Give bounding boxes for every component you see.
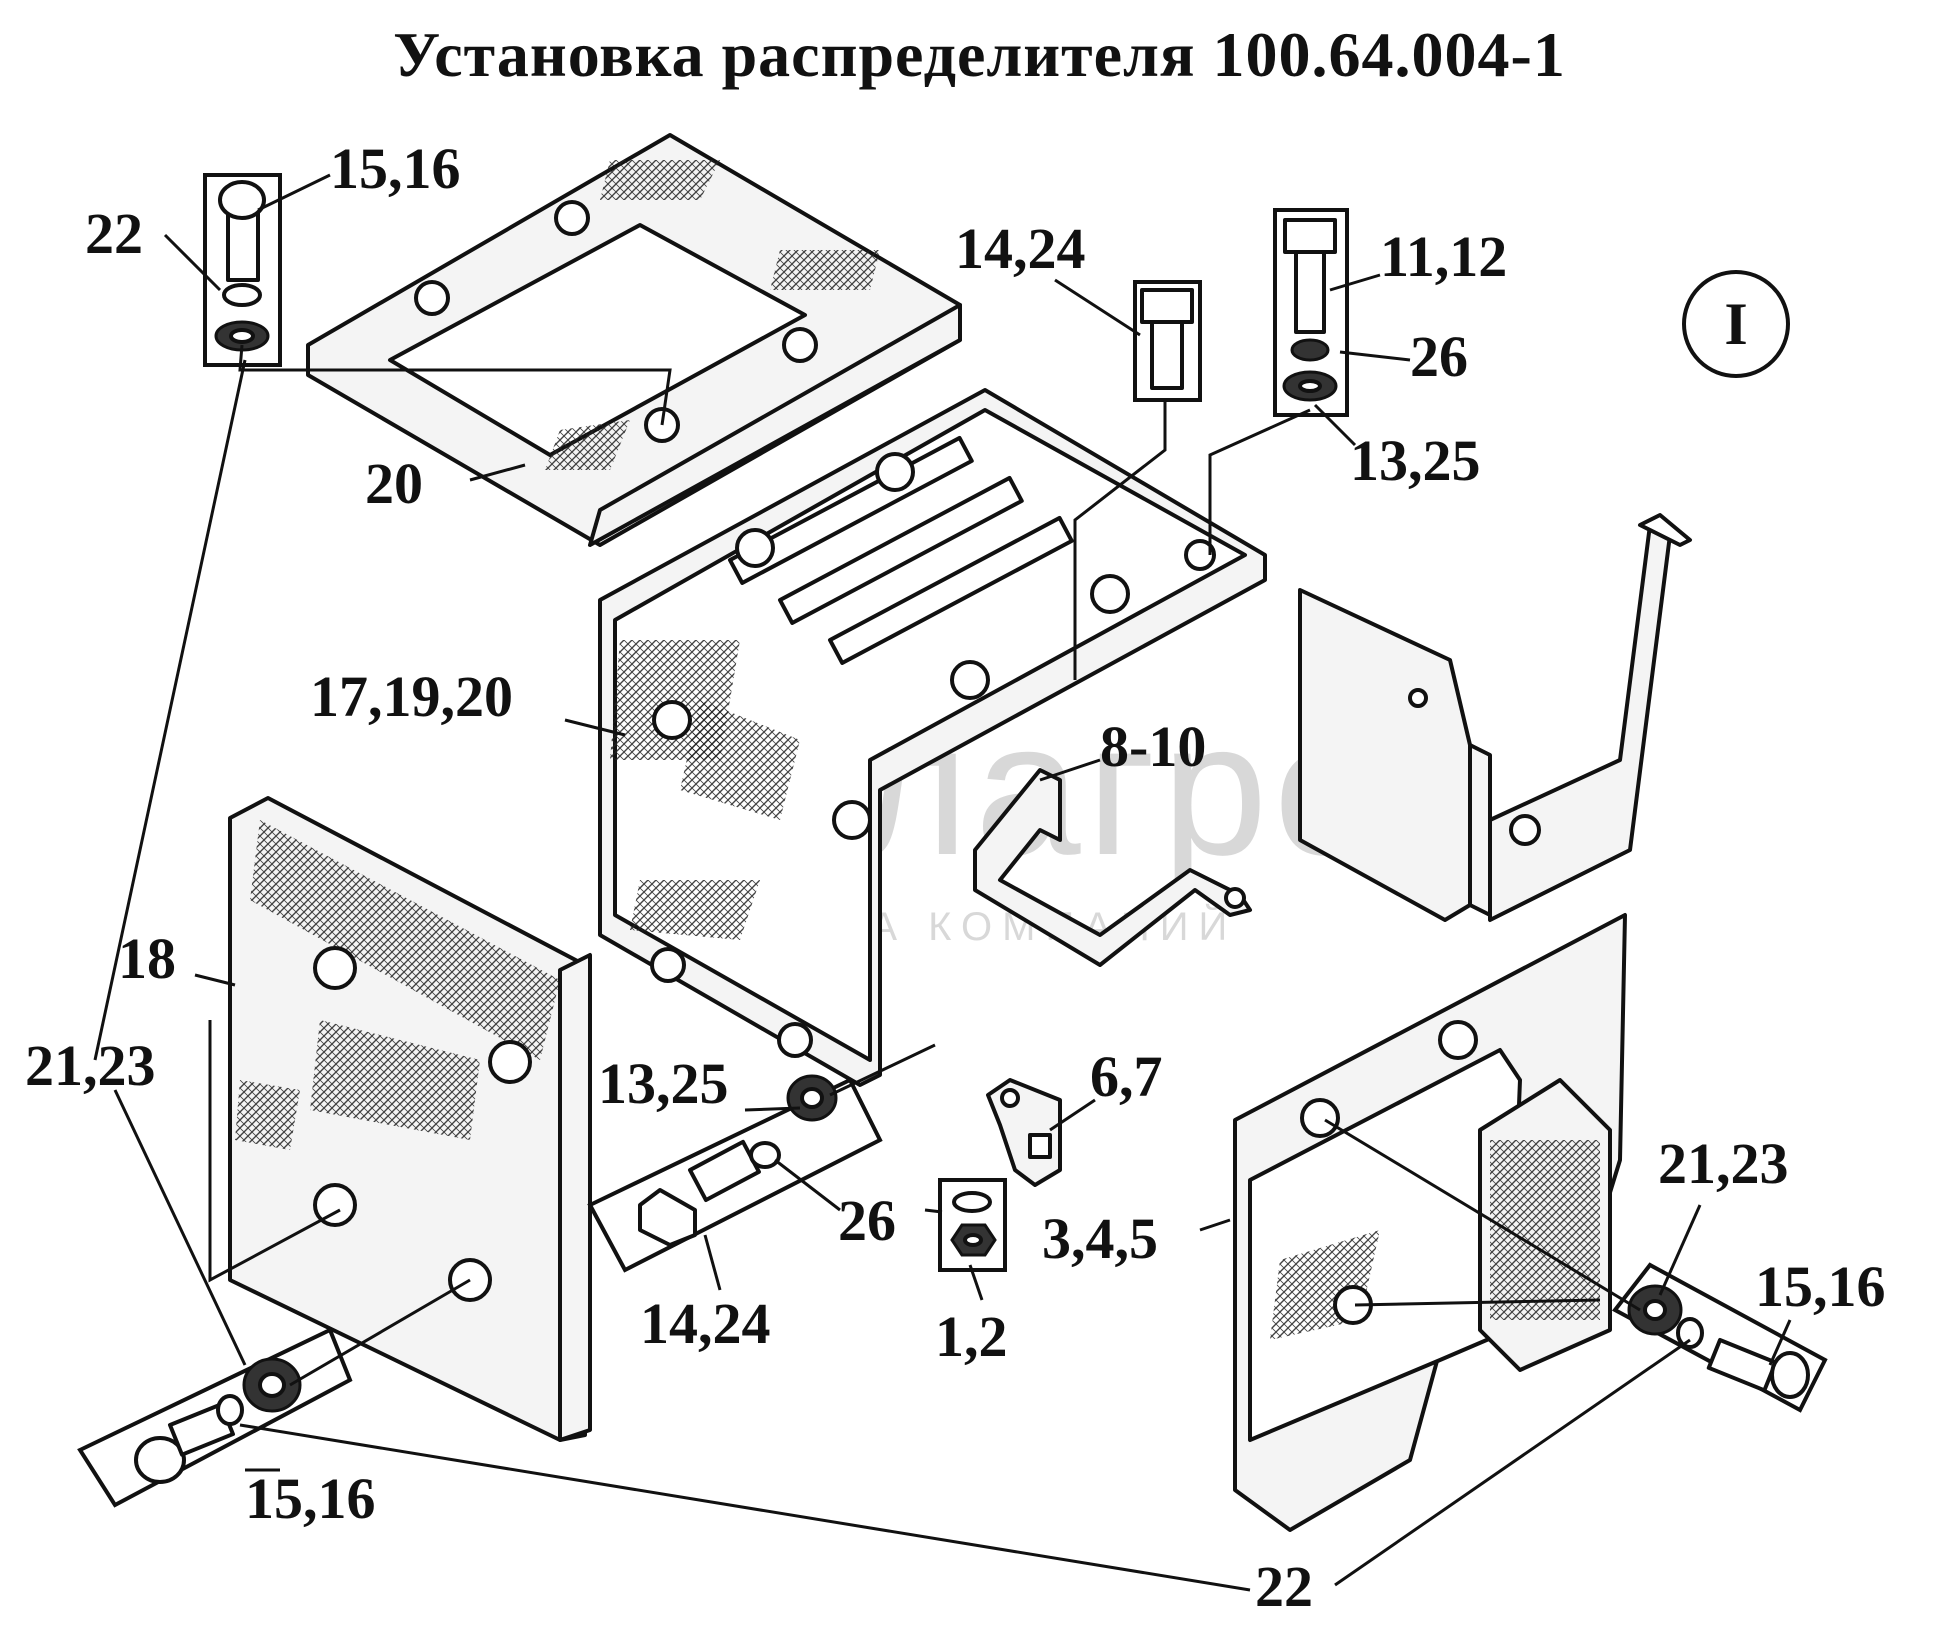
diagram-title: Установка распределителя 100.64.004-1 [393, 19, 1566, 90]
callout-bracket-8-10: 8-10 [1100, 714, 1207, 779]
fastener-tray-bottom-center [587, 1074, 883, 1273]
callout-panel-3-4-5: 3,4,5 [1042, 1206, 1158, 1271]
guard-panel [1298, 513, 1692, 922]
right-side-panel [1233, 913, 1627, 1532]
callout-washer-26-top: 26 [1410, 324, 1468, 389]
callout-bolt-15-16-right: 15,16 [1755, 1254, 1886, 1319]
callout-housing-17-19-20: 17,19,20 [310, 664, 513, 729]
callout-bolt-11-12: 11,12 [1380, 224, 1508, 289]
clamp-block [986, 1078, 1062, 1187]
callout-washer-13-25-bottom: 13,25 [598, 1051, 729, 1116]
callout-washer-22-bottom: 22 [1255, 1554, 1313, 1619]
fastener-tray-bottom-right [1611, 1262, 1828, 1413]
callout-bolt-14-24-top: 14,24 [955, 216, 1086, 281]
callout-bolt-15-16-top-left: 15,16 [330, 136, 461, 201]
callout-bolt-14-24-bottom: 14,24 [640, 1291, 771, 1356]
callout-clamp-6-7: 6,7 [1090, 1044, 1163, 1109]
view-marker-badge: I [1682, 270, 1790, 378]
leader-lines [93, 173, 1792, 1592]
callout-washer-26-bottom: 26 [838, 1188, 896, 1253]
callout-nut-1-2: 1,2 [935, 1304, 1008, 1369]
fastener-tray-bottom-left [77, 1327, 353, 1508]
nut-box [938, 1178, 1007, 1272]
distributor-housing [598, 388, 1267, 1087]
top-cover-plate [306, 133, 962, 547]
left-side-panel [228, 796, 592, 1442]
callout-washer-21-23-right: 21,23 [1658, 1131, 1789, 1196]
callout-bolt-15-16-bottom-left: 15,16 [245, 1466, 376, 1531]
callout-panel-18: 18 [118, 926, 176, 991]
mounting-bracket [973, 768, 1252, 967]
callout-washer-21-23-left: 21,23 [25, 1033, 156, 1098]
fastener-box-top-center [1133, 280, 1202, 402]
callout-washer-22-top-left: 22 [85, 201, 143, 266]
fastener-box-top-right [1273, 208, 1349, 417]
callout-cover-20: 20 [365, 451, 423, 516]
callout-washer-13-25-top: 13,25 [1350, 428, 1481, 493]
